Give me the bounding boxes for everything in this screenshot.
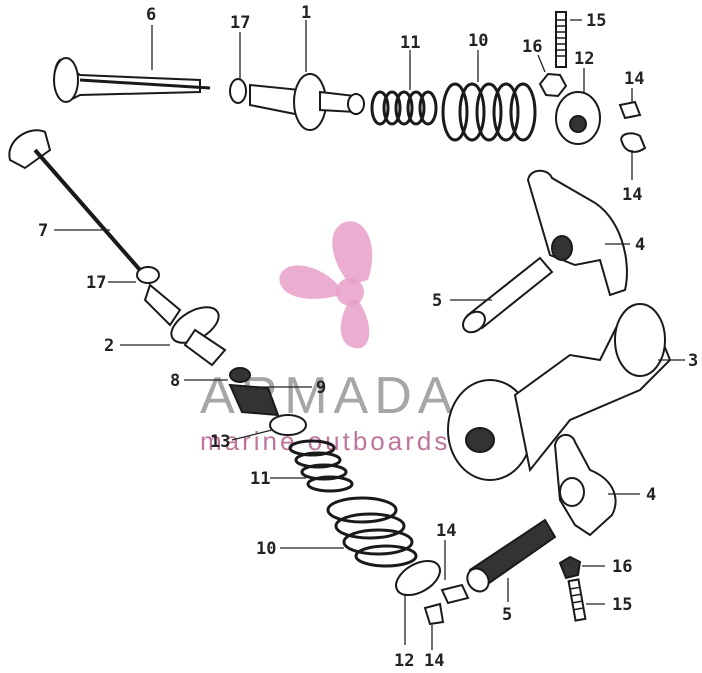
part-outer-spring-lower (326, 496, 418, 568)
part-rocker-arm-lower (553, 433, 617, 537)
part-spring-seat (228, 383, 280, 417)
part-valve-lower (8, 129, 142, 272)
part-washer (269, 414, 307, 436)
part-valve-guide-lower (143, 283, 227, 367)
callout-3: 3 (688, 351, 698, 371)
callout-15-lower: 15 (612, 595, 632, 615)
callout-12-top: 12 (574, 49, 594, 69)
callout-9: 9 (316, 378, 326, 398)
callout-8: 8 (170, 371, 180, 391)
part-cotter-top-b (620, 132, 647, 153)
part-adjusting-screw-top (555, 11, 567, 68)
callout-4-lower: 4 (646, 485, 656, 505)
callout-4-upper: 4 (635, 235, 645, 255)
callout-5-upper: 5 (432, 291, 442, 311)
part-camshaft (447, 303, 672, 481)
callout-5-lower: 5 (502, 605, 512, 625)
part-adjusting-screw-lower (567, 578, 587, 622)
callout-17-lower: 17 (86, 273, 106, 293)
part-cotter-lower-b (423, 602, 445, 626)
part-nut-top (538, 72, 568, 98)
callout-1: 1 (301, 3, 311, 23)
callout-11-top: 11 (400, 33, 420, 53)
callout-7: 7 (38, 221, 48, 241)
part-seal (229, 367, 251, 383)
leader-lines (54, 19, 685, 650)
callout-11-lower: 11 (250, 469, 270, 489)
part-rocker-shaft-lower (466, 518, 557, 593)
callout-16-lower: 16 (612, 557, 632, 577)
propeller-logo-icon (279, 221, 373, 349)
callout-labels: 6 17 1 11 10 16 15 12 14 14 4 5 3 7 17 2… (38, 3, 698, 671)
callout-2: 2 (104, 336, 114, 356)
callout-14-top-a: 14 (624, 69, 644, 89)
callout-15-top: 15 (586, 11, 606, 31)
part-o-ring-top (229, 78, 247, 104)
part-nut-lower (558, 555, 582, 580)
callout-10-top: 10 (468, 31, 488, 51)
part-retainer-lower (395, 559, 441, 597)
callout-17-top: 17 (230, 13, 250, 33)
part-valve-guide-top (249, 73, 365, 131)
part-valve-top (53, 57, 211, 103)
part-retainer-top (555, 91, 601, 145)
callout-10-lower: 10 (256, 539, 276, 559)
part-rocker-arm-upper (526, 169, 628, 297)
part-cotter-lower-a (440, 583, 470, 605)
part-inner-spring-lower (288, 439, 354, 493)
callout-6: 6 (146, 5, 156, 25)
callout-14-lower-b: 14 (424, 651, 444, 671)
callout-13: 13 (210, 432, 230, 452)
callout-14-lower-a: 14 (436, 521, 456, 541)
callout-16-top: 16 (522, 37, 542, 57)
part-cotter-top-a (618, 100, 642, 120)
part-inner-spring-top (370, 90, 438, 126)
callout-12-lower: 12 (394, 651, 414, 671)
part-rocker-shaft-upper (462, 256, 554, 334)
part-o-ring-lower (136, 266, 160, 284)
part-outer-spring-top (441, 82, 537, 142)
callout-14-top-b: 14 (622, 185, 642, 205)
